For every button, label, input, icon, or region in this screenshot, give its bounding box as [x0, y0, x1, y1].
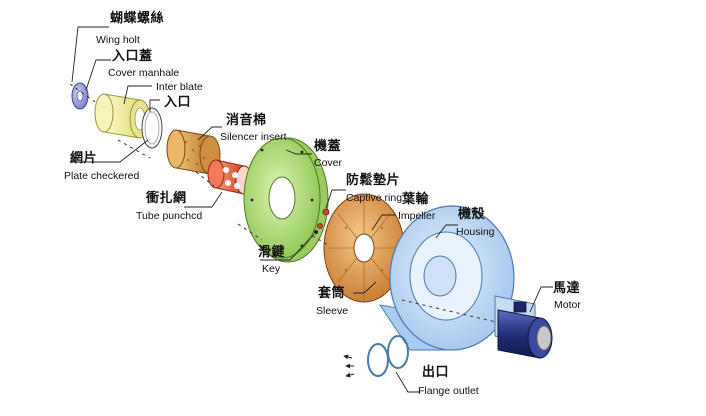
wing-bolt-label-en: Wing holt	[96, 34, 140, 46]
wing-bolt-label-zh: 蝴蝶螺絲	[110, 11, 165, 26]
cover-manhole-label-zh: 入口蓋	[112, 49, 153, 64]
motor-label-zh: 馬達	[553, 281, 581, 296]
inter-plate-part	[141, 107, 163, 149]
motor-part	[497, 301, 553, 359]
captive-ring-label-zh: 防鬆墊片	[346, 173, 401, 188]
cover-label-en: Cover	[314, 157, 343, 169]
housing-part	[378, 205, 536, 351]
key-label-en: Key	[262, 263, 281, 275]
flange-outlet-label-zh: 出口	[422, 365, 450, 380]
plate-checkered-label-en: Plate checkered	[64, 170, 140, 182]
cover-part	[243, 137, 329, 263]
impeller-part	[323, 193, 405, 303]
captive-ring-part	[314, 208, 330, 234]
housing-label-en: Housing	[456, 226, 495, 238]
silencer-insert-label-en: Silencer insert	[220, 131, 287, 143]
silencer-insert-label-zh: 消音棉	[226, 113, 267, 128]
inter-plate-label-en: Inter blate	[156, 81, 203, 93]
impeller-label-en: Impeller	[398, 210, 436, 222]
leader-lines	[70, 26, 553, 393]
flange-outlet-part	[343, 335, 409, 378]
plate-checkered-label-zh: 網片	[70, 151, 98, 166]
flange-outlet-label-en: Flange outlet	[418, 385, 479, 397]
tube-punched-label-zh: 衝扎網	[146, 191, 187, 206]
key-label-zh: 滑鍵	[258, 245, 286, 260]
cover-manhole-label-en: Cover manhale	[108, 67, 180, 79]
wing-bolt-part	[71, 82, 89, 110]
impeller-label-zh: 葉輪	[402, 192, 430, 207]
motor-label-en: Motor	[554, 299, 581, 311]
cover-label-zh: 機蓋	[314, 139, 342, 154]
tube-punched-label-en: Tube punchcd	[136, 210, 203, 222]
assembly-axis	[69, 83, 497, 323]
inter-plate-label-zh: 入口	[164, 95, 192, 110]
captive-ring-label-en: Captive ring	[346, 192, 403, 204]
housing-label-zh: 機殼	[458, 207, 486, 222]
sleeve-label-zh: 套筒	[318, 286, 346, 301]
sleeve-label-en: Sleeve	[316, 305, 349, 317]
tube-punched-part	[207, 159, 253, 195]
